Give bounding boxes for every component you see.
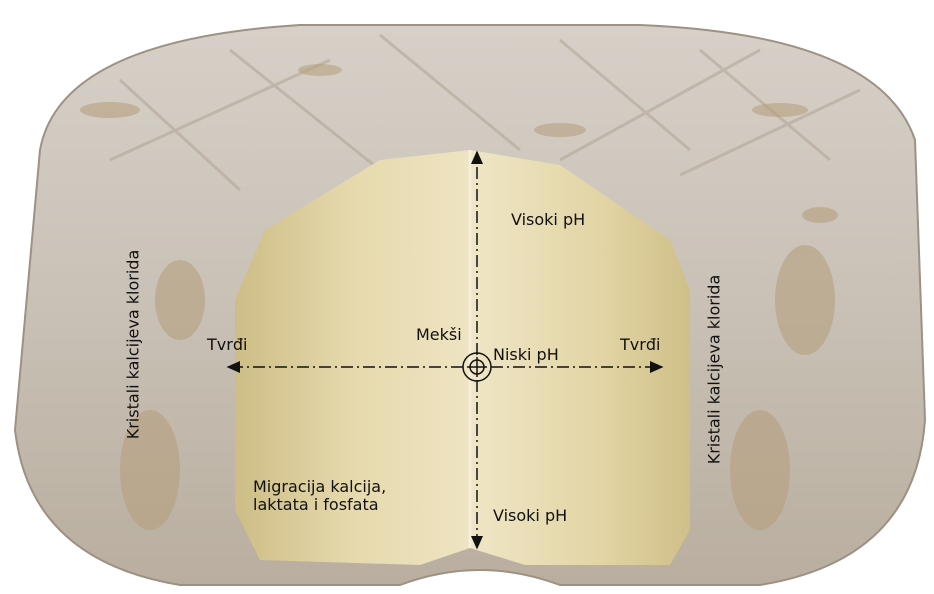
- label-crystals-left: Kristali kalcijeva klorida: [124, 235, 143, 455]
- label-crystals-right: Kristali kalcijeva klorida: [705, 260, 724, 480]
- label-migration-line1: Migracija kalcija,: [253, 477, 386, 496]
- label-harder-right: Tvrđi: [620, 336, 660, 354]
- center-target-icon: [463, 353, 491, 381]
- label-softer: Mekši: [416, 326, 462, 344]
- label-migration: Migracija kalcija, laktata i fosfata: [253, 478, 443, 515]
- label-harder-left: Tvrđi: [207, 336, 247, 354]
- label-top-high-ph: Visoki pH: [511, 211, 585, 229]
- label-bottom-high-ph: Visoki pH: [493, 507, 567, 525]
- label-migration-line2: laktata i fosfata: [253, 495, 379, 514]
- label-center-low-ph: Niski pH: [493, 346, 559, 364]
